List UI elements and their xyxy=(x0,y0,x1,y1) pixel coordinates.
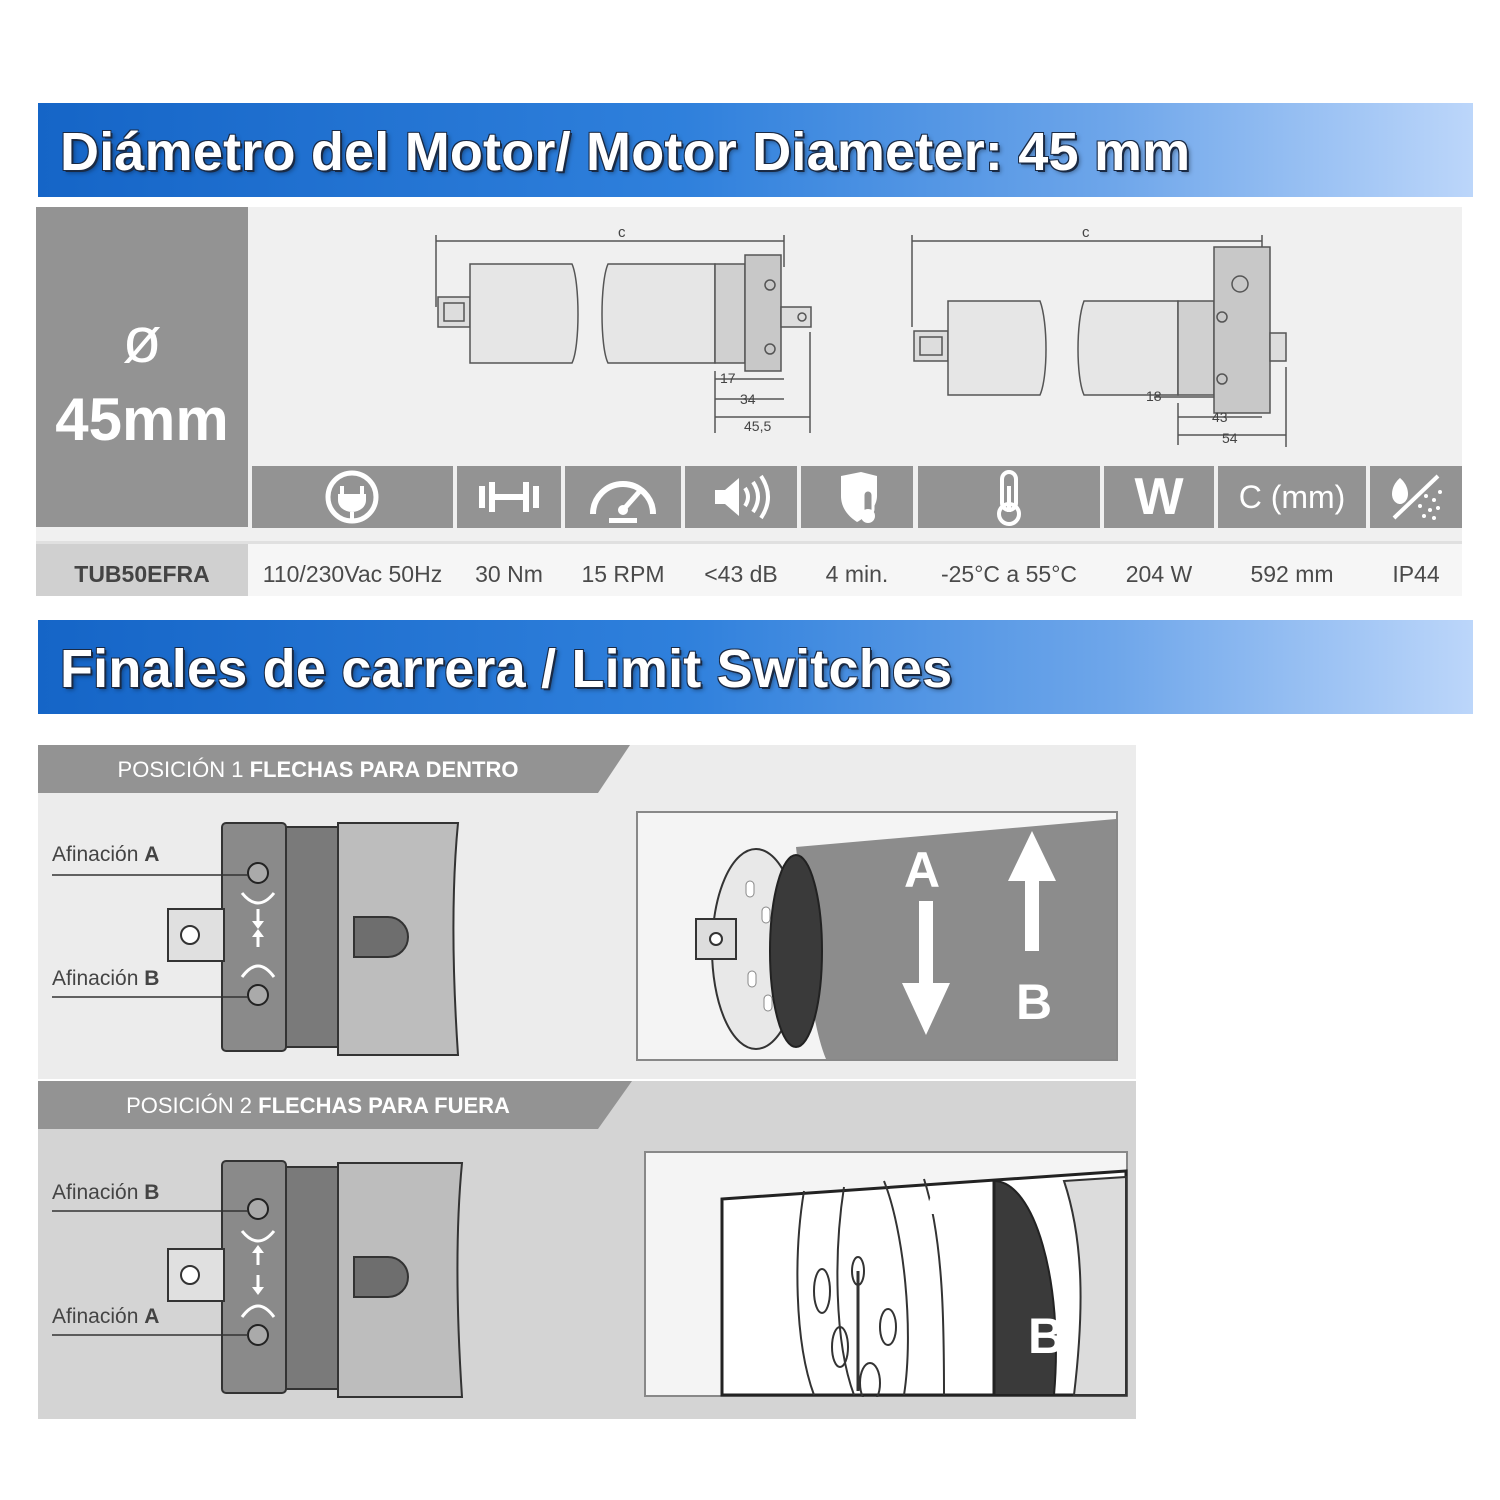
spec-speed: 15 RPM xyxy=(581,561,665,587)
position-1-tune-bottom-letter: B xyxy=(144,967,160,990)
position-1-photo xyxy=(636,811,1118,1061)
shield-temperature-icon-cell xyxy=(801,466,913,528)
diameter-box: ø 45mm xyxy=(36,207,248,527)
power-icon-cell xyxy=(252,466,453,528)
spec-ip: IP44 xyxy=(1392,561,1440,587)
position-2-tune-bottom: Afinación A xyxy=(52,1305,159,1329)
position-1-label: POSICIÓN 1 FLECHAS PARA DENTRO xyxy=(38,745,598,793)
position-1-label-prefix: POSICIÓN 1 xyxy=(117,757,244,782)
speed-icon-cell xyxy=(565,466,681,528)
position-2-tune-top-prefix: Afinación xyxy=(52,1181,139,1204)
diameter-banner: Diámetro del Motor/ Motor Diameter: 45 m… xyxy=(38,103,1473,197)
position-1-label-bg xyxy=(38,745,630,793)
spec-noise: <43 dB xyxy=(704,561,778,587)
position-2-tune-bottom-letter: A xyxy=(144,1305,160,1328)
shield-temperature-icon xyxy=(841,472,877,523)
torque-icon xyxy=(479,482,539,512)
position-2-photo-letter-a: A xyxy=(920,1178,957,1234)
dim-54: 54 xyxy=(1222,430,1238,446)
length-cell: C (mm) xyxy=(1218,466,1366,528)
position-2-label-bg xyxy=(38,1081,632,1129)
position-1-label-bold: FLECHAS PARA DENTRO xyxy=(249,757,519,782)
spec-duty-time: 4 min. xyxy=(825,561,889,587)
dim-c-left: c xyxy=(618,224,626,241)
spec-length: 592 mm xyxy=(1250,561,1334,587)
watts-cell: W xyxy=(1104,466,1214,528)
position-1-tune-bottom-prefix: Afinación xyxy=(52,967,139,990)
position-1-photo-letter-b: B xyxy=(1016,974,1053,1030)
spec-panel: ø 45mm xyxy=(36,207,1462,596)
position-2-photo-letter-b: B xyxy=(1028,1308,1065,1364)
spec-voltage: 110/230Vac 50Hz xyxy=(262,561,443,587)
dim-c-right: c xyxy=(1082,224,1090,241)
dim-18: 18 xyxy=(1146,388,1162,404)
dim-43: 43 xyxy=(1212,409,1228,425)
position-1-motor-head-drawing xyxy=(52,822,460,1056)
thermometer-icon-cell xyxy=(918,466,1100,528)
dim-45-5: 45,5 xyxy=(744,418,771,434)
torque-icon-cell xyxy=(457,466,561,528)
position-2-label-prefix: POSICIÓN 2 xyxy=(126,1093,252,1118)
diameter-symbol: ø xyxy=(122,304,162,376)
watts-label: W xyxy=(1134,468,1184,526)
limit-switches-title: Finales de carrera / Limit Switches xyxy=(60,639,953,699)
position-2-tune-top: Afinación B xyxy=(52,1181,159,1205)
ip-rating-icon-cell xyxy=(1370,466,1462,528)
ip-rating-icon xyxy=(1392,474,1442,520)
position-2-tune-bottom-prefix: Afinación xyxy=(52,1305,139,1328)
position-1-photo-letter-a: A xyxy=(904,842,941,898)
position-1-tune-top-letter: A xyxy=(144,843,160,866)
limit-switches-banner: Finales de carrera / Limit Switches xyxy=(38,620,1473,714)
position-2-label-bold: FLECHAS PARA FUERA xyxy=(258,1093,510,1118)
diameter-title: Diámetro del Motor/ Motor Diameter: 45 m… xyxy=(60,122,1191,182)
position-2-motor-head-drawing xyxy=(52,1160,464,1398)
limit-switches-panel: POSICIÓN 1 FLECHAS PARA DENTRO Afinación… xyxy=(38,745,1136,1419)
diameter-value: 45mm xyxy=(55,386,229,453)
length-label: C (mm) xyxy=(1238,479,1346,515)
dim-17: 17 xyxy=(720,370,736,386)
position-1-block: POSICIÓN 1 FLECHAS PARA DENTRO Afinación… xyxy=(38,745,1136,1079)
dim-34: 34 xyxy=(740,391,756,407)
spec-temperature: -25°C a 55°C xyxy=(940,561,1077,587)
position-1-tune-top: Afinación A xyxy=(52,843,159,867)
thermometer-icon xyxy=(997,470,1021,526)
spec-torque: 30 Nm xyxy=(475,561,543,587)
power-icon xyxy=(325,470,379,524)
position-2-tune-top-letter: B xyxy=(144,1181,160,1204)
model-code: TUB50EFRA xyxy=(36,544,248,596)
position-2-block: POSICIÓN 2 FLECHAS PARA FUERA Afinación … xyxy=(38,1081,1136,1419)
position-2-label: POSICIÓN 2 FLECHAS PARA FUERA xyxy=(38,1081,598,1129)
spec-data-row: TUB50EFRA 110/230Vac 50Hz 30 Nm 15 RPM <… xyxy=(36,541,1462,596)
motor-technical-drawing: c 17 34 45,5 c 18 43 54 xyxy=(435,224,1287,447)
position-1-tune-top-prefix: Afinación xyxy=(52,843,139,866)
sound-icon-cell xyxy=(685,466,797,528)
sound-icon xyxy=(715,474,770,520)
spec-power: 204 W xyxy=(1125,561,1193,587)
position-2-photo xyxy=(644,1151,1128,1397)
speed-icon xyxy=(590,481,656,523)
position-1-tune-bottom: Afinación B xyxy=(52,967,159,991)
